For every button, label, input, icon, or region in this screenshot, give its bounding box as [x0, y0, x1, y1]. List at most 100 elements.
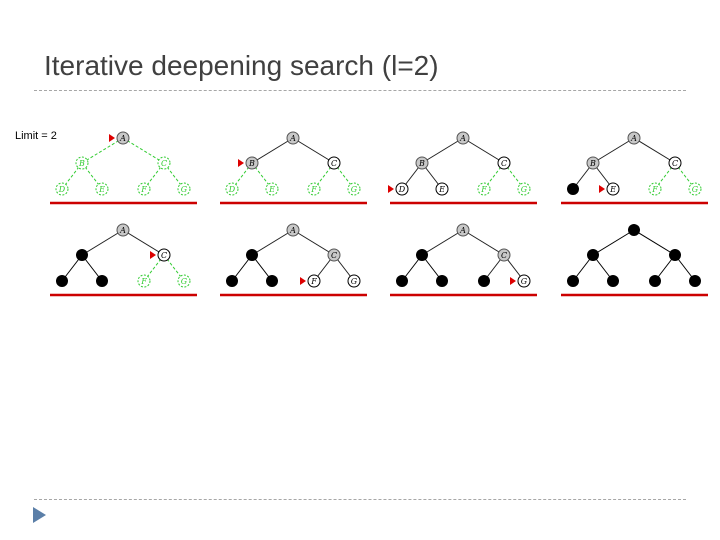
node-c [668, 156, 682, 170]
tree-edge [633, 137, 676, 164]
node-d [567, 183, 579, 195]
node-label: C [331, 159, 337, 168]
node-d [226, 275, 238, 287]
node-g [177, 182, 191, 196]
node-e [435, 182, 449, 196]
tree-edge [81, 229, 124, 256]
tree-edge [421, 229, 464, 256]
node-d [395, 182, 409, 196]
node-e [607, 275, 619, 287]
node-c [157, 248, 171, 262]
node-g [347, 274, 361, 288]
node-f [477, 182, 491, 196]
node-label: C [161, 251, 167, 260]
node-f [649, 275, 661, 287]
node-b [246, 249, 258, 261]
node-b [587, 249, 599, 261]
node-label: A [289, 226, 296, 235]
node-d [56, 275, 68, 287]
node-label: F [310, 185, 317, 194]
node-e [265, 182, 279, 196]
tree-edge [462, 137, 505, 164]
node-label: G [351, 185, 358, 194]
tree-edge [292, 229, 335, 256]
node-label: A [630, 134, 637, 143]
tree-edge [81, 137, 124, 164]
node-a [286, 223, 300, 237]
node-a [456, 223, 470, 237]
node-label: E [438, 185, 445, 194]
node-label: F [480, 185, 487, 194]
node-label: F [140, 185, 147, 194]
node-f [307, 182, 321, 196]
node-label: A [289, 134, 296, 143]
node-c [157, 156, 171, 170]
current-node-pointer-icon [300, 277, 306, 285]
node-f [648, 182, 662, 196]
node-a [116, 131, 130, 145]
node-e [606, 182, 620, 196]
node-c [327, 248, 341, 262]
depth-limit-label: Limit = 2 [15, 130, 57, 142]
current-node-pointer-icon [388, 185, 394, 193]
node-d [567, 275, 579, 287]
node-c [497, 248, 511, 262]
node-label: D [398, 185, 406, 194]
node-label: C [161, 159, 167, 168]
node-f [307, 274, 321, 288]
tree-edge [122, 137, 165, 164]
node-a [286, 131, 300, 145]
node-label: B [418, 159, 425, 168]
node-b [416, 249, 428, 261]
node-b [415, 156, 429, 170]
node-b [245, 156, 259, 170]
tree-panel: ACG [390, 223, 537, 297]
node-label: D [228, 185, 236, 194]
node-label: A [459, 134, 466, 143]
node-label: G [692, 185, 699, 194]
tree-edge [633, 229, 676, 256]
node-label: B [248, 159, 255, 168]
node-label: G [521, 277, 528, 286]
node-e [266, 275, 278, 287]
node-g [347, 182, 361, 196]
node-b [76, 249, 88, 261]
node-c [669, 249, 681, 261]
node-g [517, 274, 531, 288]
node-label: D [58, 185, 66, 194]
node-g [177, 274, 191, 288]
node-b [75, 156, 89, 170]
node-b [586, 156, 600, 170]
node-label: E [98, 185, 105, 194]
node-e [96, 275, 108, 287]
node-label: F [310, 277, 317, 286]
node-c [497, 156, 511, 170]
node-a [628, 224, 640, 236]
node-label: G [521, 185, 528, 194]
tree-edge [292, 137, 335, 164]
current-node-pointer-icon [599, 185, 605, 193]
node-d [225, 182, 239, 196]
footer-divider [34, 499, 686, 500]
node-a [627, 131, 641, 145]
node-f [478, 275, 490, 287]
node-label: B [589, 159, 596, 168]
node-g [689, 275, 701, 287]
tree-edge [122, 229, 165, 256]
node-label: A [119, 134, 126, 143]
node-label: C [331, 251, 337, 260]
node-label: F [651, 185, 658, 194]
node-label: F [140, 277, 147, 286]
tree-edge [421, 137, 464, 164]
node-f [137, 182, 151, 196]
node-label: A [119, 226, 126, 235]
current-node-pointer-icon [109, 134, 115, 142]
node-c [327, 156, 341, 170]
current-node-pointer-icon [150, 251, 156, 259]
node-label: G [181, 185, 188, 194]
